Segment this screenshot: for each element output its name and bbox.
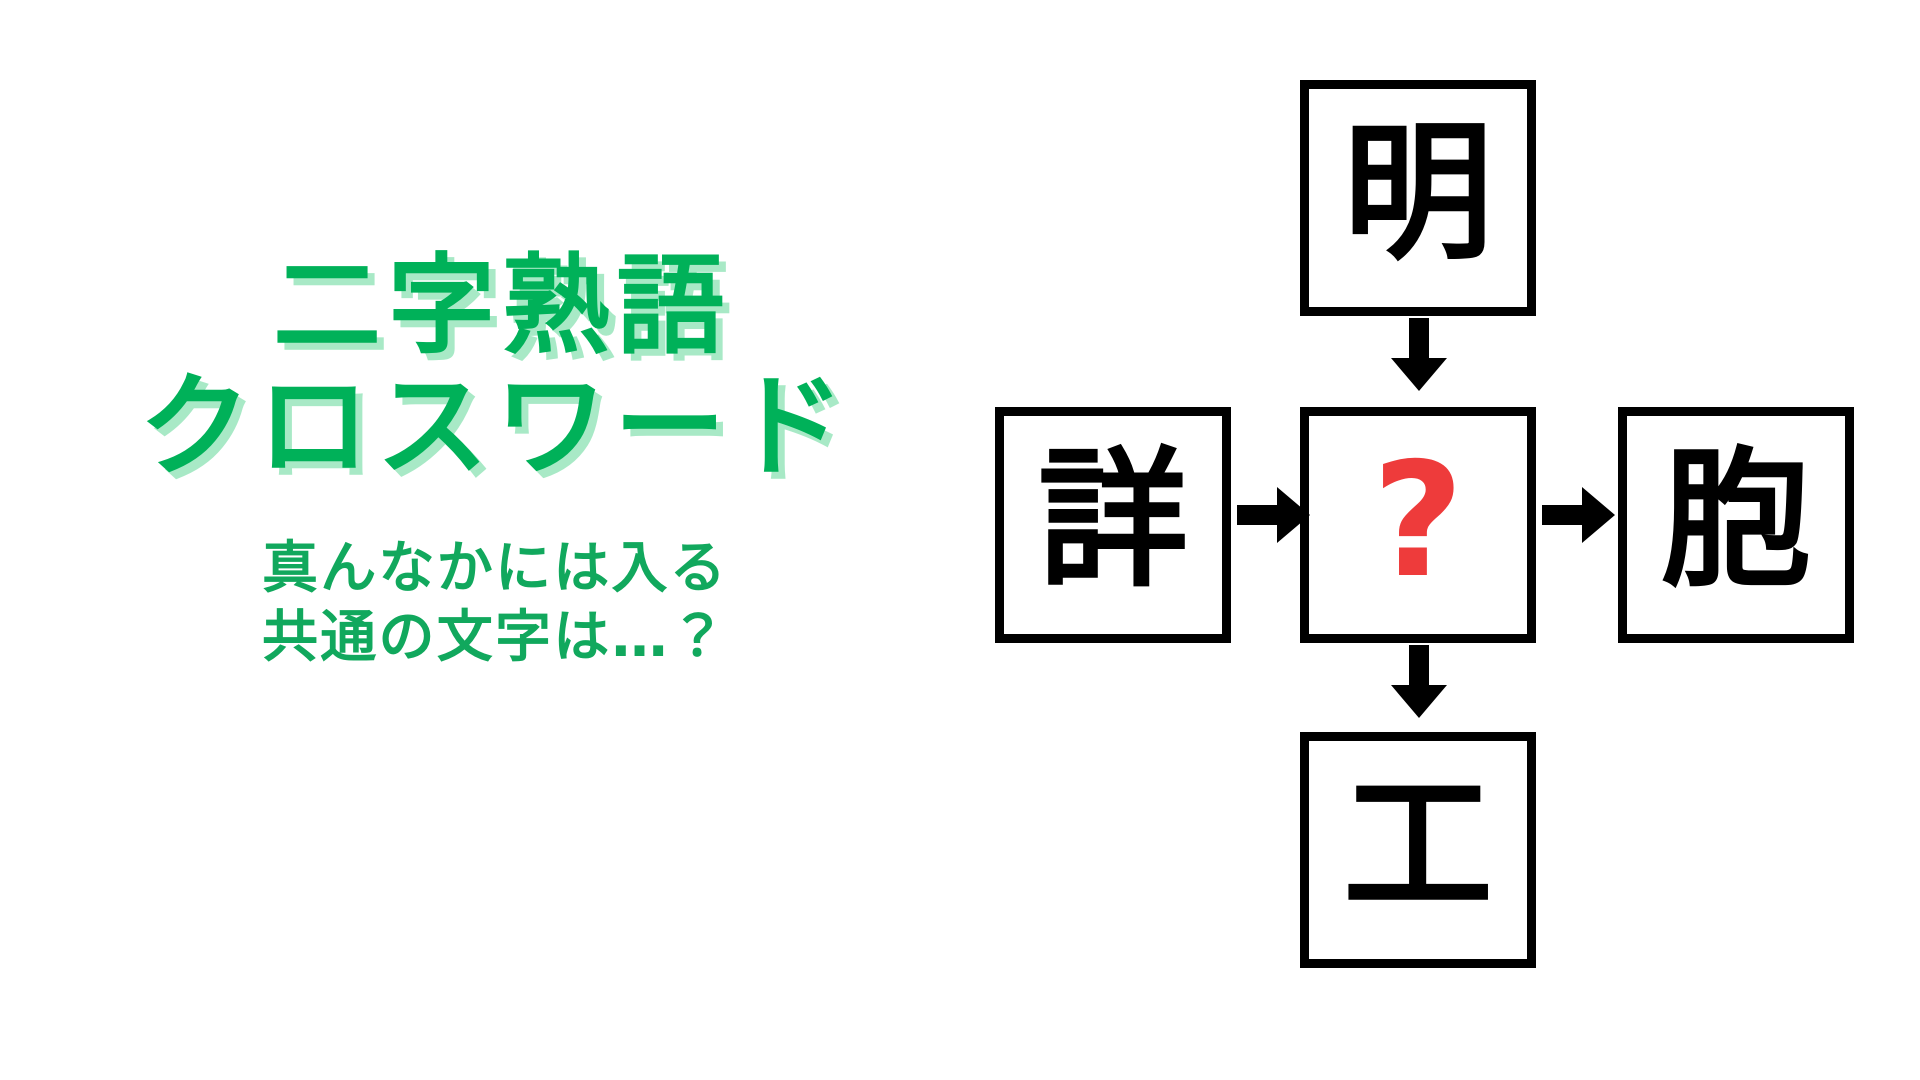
crossword-diagram: 明 詳 ? 胞 工 <box>985 60 1920 1020</box>
subtitle-line-2: 共通の文字は…？ <box>262 604 728 670</box>
arrow-right-icon <box>1542 485 1616 545</box>
arrow-right-icon <box>1237 485 1311 545</box>
crossword-cell-bottom[interactable]: 工 <box>1300 732 1536 968</box>
crossword-cell-bottom-label: 工 <box>1342 759 1493 933</box>
subtitle: 真んなかには入る 共通の文字は…？ <box>0 535 990 672</box>
crossword-cell-center[interactable]: ? <box>1300 407 1536 643</box>
crossword-cell-top-label: 明 <box>1342 107 1493 281</box>
title-panel: 二字熟語 クロスワード 真んなかには入る 共通の文字は…？ <box>0 244 990 672</box>
crossword-cell-right[interactable]: 胞 <box>1618 407 1854 643</box>
crossword-cell-top[interactable]: 明 <box>1300 80 1536 316</box>
arrow-down-icon <box>1389 318 1449 392</box>
subtitle-line-1: 真んなかには入る <box>262 536 728 602</box>
page-title-line-1: 二字熟語 <box>273 244 731 369</box>
crossword-cell-left[interactable]: 詳 <box>995 407 1231 643</box>
arrow-down-icon <box>1389 645 1449 719</box>
page-title-line-2: クロスワード <box>138 362 852 493</box>
crossword-cell-right-label: 胞 <box>1660 434 1811 608</box>
crossword-cell-center-label: ? <box>1372 429 1464 613</box>
crossword-cell-left-label: 詳 <box>1037 434 1188 608</box>
